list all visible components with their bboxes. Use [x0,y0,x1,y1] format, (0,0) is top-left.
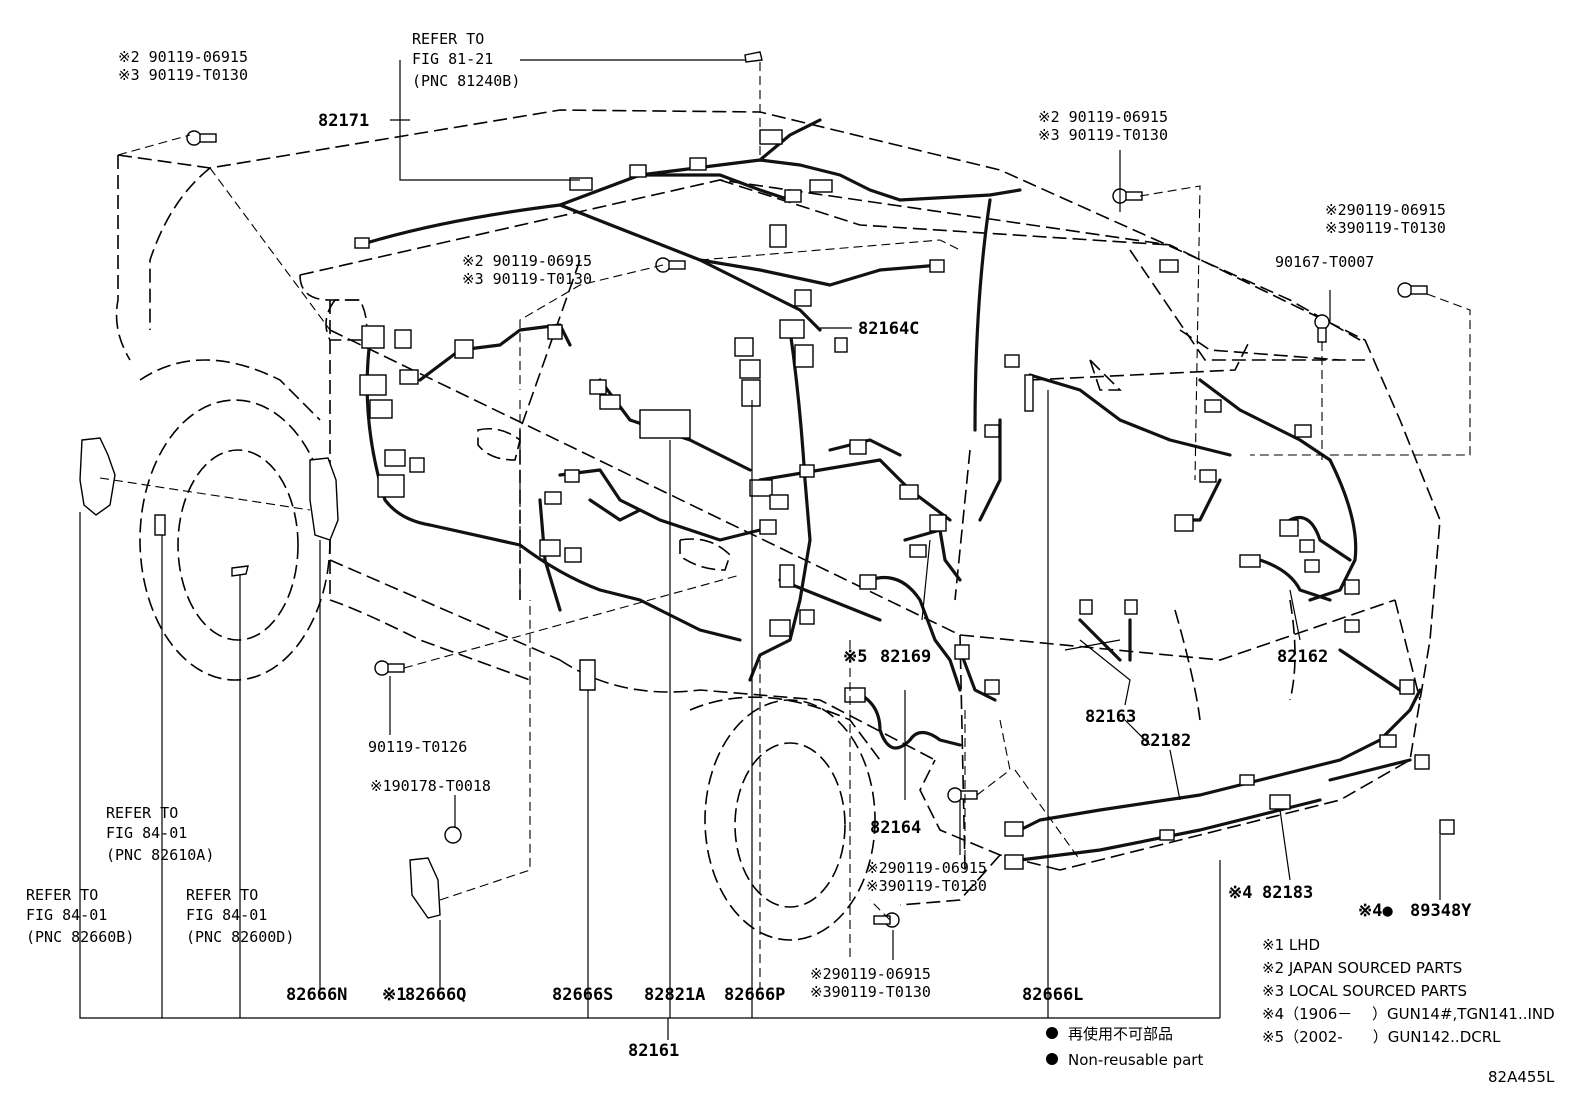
label-82161: 82161 [628,1041,679,1061]
bolt-pair-topleft-a: ※2 90119-06915 [118,48,248,66]
bolt-pair-lowercenter-a: ※290119-06915 [866,859,987,877]
bolt-icon [374,660,405,676]
ref-fig8401a-l2: FIG 84-01 [106,824,187,842]
label-82163: 82163 [1085,707,1136,727]
legend-note-1: ※1 LHD [1262,936,1320,954]
ref-fig8401b-l3: (PNC 82660B) [26,928,134,946]
bolt-icon [1112,188,1143,204]
legend-nonreuse-en: Non-reusable part [1068,1051,1203,1069]
label-82171: 82171 [318,111,369,131]
label-82183: 82183 [1262,883,1313,903]
ref-fig8401a-l3: (PNC 82610A) [106,846,214,864]
bolt-icons [186,130,1428,928]
wire-harness-82183 [1018,758,1412,862]
side-brackets [79,51,763,919]
bolt-icon [1397,282,1428,298]
dashed-leaders [99,62,1471,990]
label-82821A: 82821A [644,985,705,1005]
legend-nonreuse-jp: 再使用不可部品 [1068,1025,1173,1043]
label-90178-T0018: ※190178-T0018 [370,777,491,795]
wire-harness-82171 [358,118,1022,432]
legend-note-4: ※4（1906－ ）GUN14#,TGN141..IND [1262,1005,1555,1023]
label-82666P: 82666P [724,985,785,1005]
label-82169-mark: ※5 [843,647,867,667]
label-90119-T0126: 90119-T0126 [368,738,467,756]
legend-note-5: ※5（2002- ）GUN142..DCRL [1262,1028,1501,1046]
label-82666S: 82666S [552,985,613,1005]
bolt-pair-upperright-b: ※3 90119-T0130 [1038,126,1168,144]
bolt-icon [186,130,217,146]
bolt-icon [873,912,900,928]
bolt-pair-bottom-b: ※390119-T0130 [810,983,931,1001]
label-82666Q: 82666Q [405,985,466,1005]
label-82162: 82162 [1277,647,1328,667]
ref-fig8121-l2: FIG 81-21 [412,50,493,68]
label-89348Y: 89348Y [1410,901,1472,921]
label-82666L: 82666L [1022,985,1083,1005]
ref-fig8401c-l3: (PNC 82600D) [186,928,294,946]
label-leaders [79,59,1441,1040]
legend-note-2: ※2 JAPAN SOURCED PARTS [1262,959,1462,977]
part-labels: ※2 90119-06915 ※3 90119-T0130 REFER TO F… [26,30,1472,1061]
label-90167-T0007: 90167-T0007 [1275,253,1374,271]
label-82164: 82164 [870,818,921,838]
bolt-icon [947,787,978,803]
bolt-pair-center-a: ※2 90119-06915 [462,252,592,270]
connectors [354,129,1455,870]
wire-harness-82161 [365,323,762,642]
ref-fig8401c-l1: REFER TO [186,886,258,904]
bolt-pair-center-b: ※3 90119-T0130 [462,270,592,288]
ref-fig8401b-l1: REFER TO [26,886,98,904]
nonreuse-bullet-icon [1046,1027,1058,1039]
label-82182: 82182 [1140,731,1191,751]
label-82169: 82169 [880,647,931,667]
ref-fig8121-l3: (PNC 81240B) [412,72,520,90]
nonreuse-bullet-icon [1046,1053,1058,1065]
ref-fig8401a-l1: REFER TO [106,804,178,822]
label-82164C: 82164C [858,319,919,339]
legend: ※1 LHD ※2 JAPAN SOURCED PARTS ※3 LOCAL S… [1046,936,1555,1086]
bolt-pair-right-b: ※390119-T0130 [1325,219,1446,237]
label-82666N: 82666N [286,985,347,1005]
diagram-code: 82A455L [1488,1068,1555,1086]
ref-fig8401c-l2: FIG 84-01 [186,906,267,924]
bolt-pair-topleft-b: ※3 90119-T0130 [118,66,248,84]
wire-harness-82182 [1018,648,1422,832]
bolt-icon [655,257,686,273]
ref-fig8121-l1: REFER TO [412,30,484,48]
wire-harness-82162 [978,373,1358,602]
label-82666Q-mark: ※1 [382,985,406,1005]
wire-harness-82163 [958,618,1132,702]
label-82183-mark: ※4 [1228,883,1252,903]
bolt-pair-bottom-a: ※290119-06915 [810,965,931,983]
label-89348Y-mark: ※4● [1358,901,1393,921]
legend-note-3: ※3 LOCAL SOURCED PARTS [1262,982,1467,1000]
bolt-pair-lowercenter-b: ※390119-T0130 [866,877,987,895]
bolt-pair-right-a: ※290119-06915 [1325,201,1446,219]
ref-fig8401b-l2: FIG 84-01 [26,906,107,924]
wire-harness-82164 [748,328,962,750]
bolt-icon [1314,314,1330,343]
bolt-pair-upperright-a: ※2 90119-06915 [1038,108,1168,126]
